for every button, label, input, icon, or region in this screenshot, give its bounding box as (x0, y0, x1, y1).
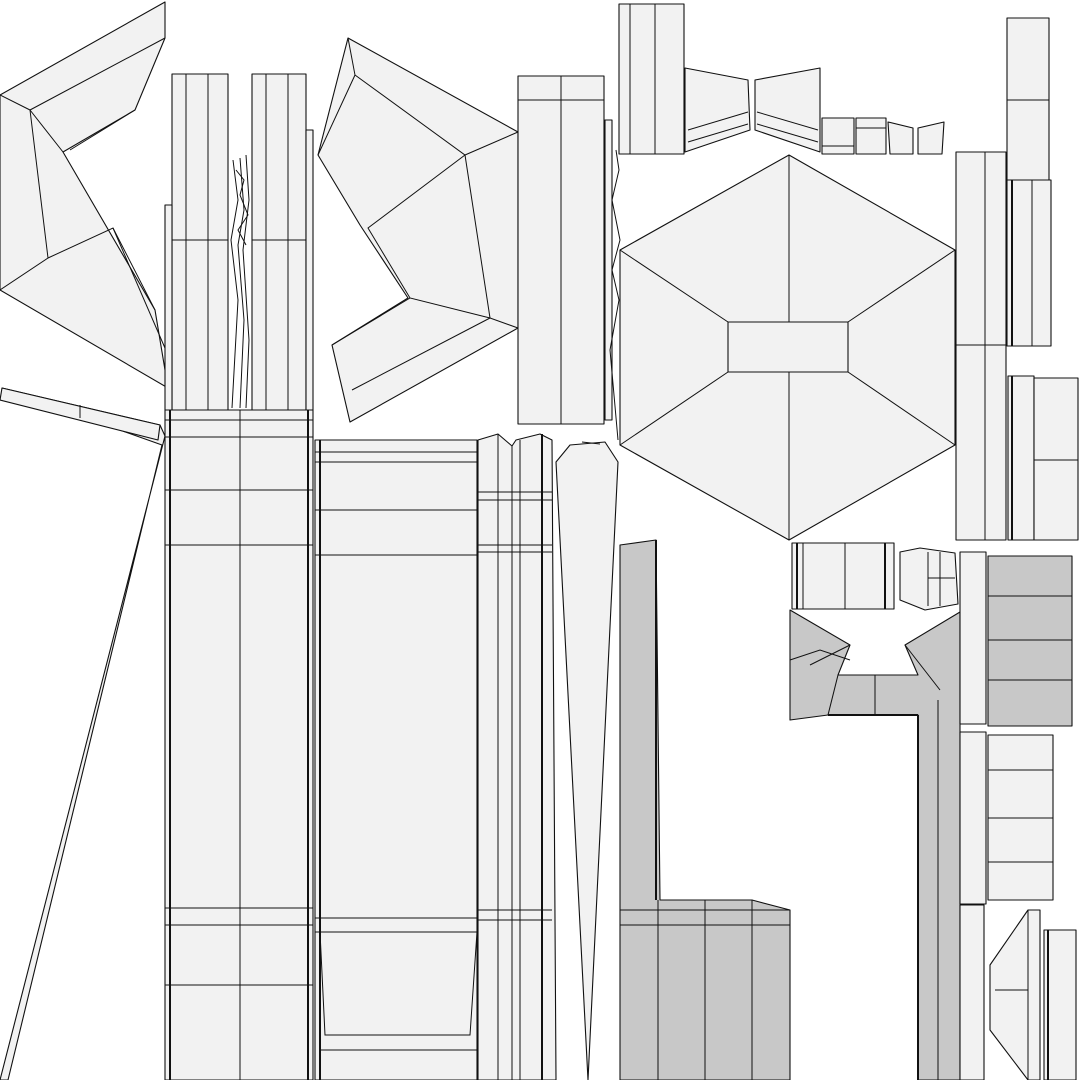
center-large-panel-island (314, 439, 478, 1080)
top-middle-wedge-island (317, 37, 519, 423)
hexagon-cap-island (619, 154, 956, 541)
dark-u-shape-island (789, 609, 961, 1080)
center-narrow-strip-islands (477, 433, 557, 1080)
bottom-right-islands (959, 551, 1077, 1080)
top-left-wedge-island (0, 1, 169, 389)
dark-l-shape-island (619, 539, 791, 1080)
top-left-strip-islands (164, 73, 314, 411)
top-center-column-island (517, 75, 621, 441)
long-triangle-island (555, 441, 619, 1080)
small-cap-islands (791, 542, 959, 611)
top-right-small-islands (618, 3, 945, 155)
far-right-strip-islands (955, 17, 1079, 541)
left-large-panel-island (164, 409, 314, 1080)
diagonal-strip-island (0, 387, 166, 1080)
